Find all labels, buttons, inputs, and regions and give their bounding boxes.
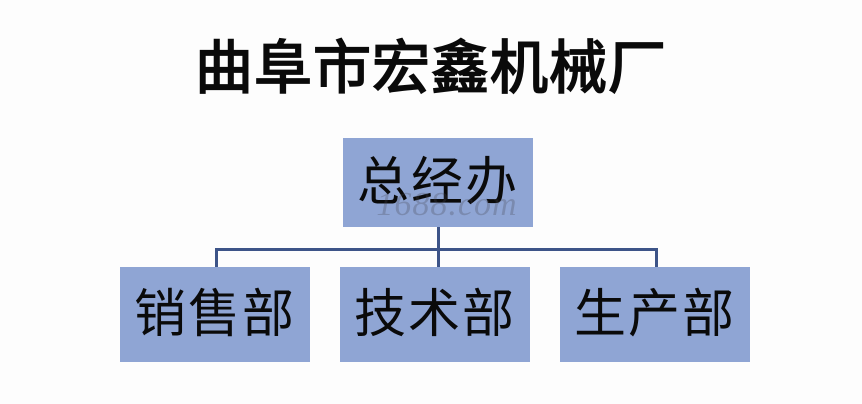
connector-drop-production <box>655 248 658 269</box>
page-title: 曲阜市宏鑫机械厂 <box>194 36 667 101</box>
org-node-root-label: 总经办 <box>356 153 519 212</box>
connector-horizontal-bar <box>215 248 658 251</box>
org-node-production[interactable]: 生产部 <box>560 267 750 362</box>
org-node-technology[interactable]: 技术部 <box>340 267 530 362</box>
org-node-sales[interactable]: 销售部 <box>120 267 310 362</box>
org-node-sales-label: 销售部 <box>133 285 296 344</box>
org-node-technology-label: 技术部 <box>353 285 516 344</box>
org-node-root[interactable]: 总经办 <box>343 138 533 227</box>
connector-root-stem <box>437 227 440 251</box>
connector-drop-sales <box>215 248 218 269</box>
connector-drop-technology <box>437 248 440 269</box>
org-node-production-label: 生产部 <box>573 285 736 344</box>
